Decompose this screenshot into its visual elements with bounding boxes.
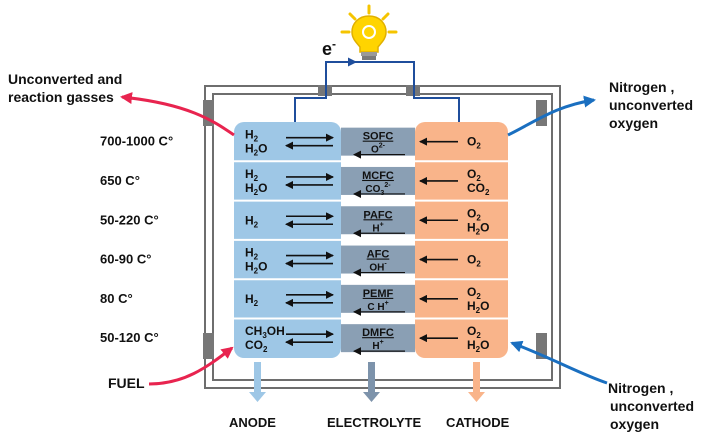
ion-label: O2-: [371, 143, 386, 156]
anode-species: CH3OH: [245, 324, 285, 340]
anode-species: H2O: [245, 260, 267, 276]
electron-label: e-: [322, 37, 336, 59]
cathode-species: H2O: [467, 299, 489, 315]
fuel-label: FUEL: [108, 375, 145, 391]
cathode-inlet-label-line-2: unconverted: [610, 398, 694, 414]
outlet-gas-arrow: [120, 92, 235, 137]
anode-species: H2O: [245, 181, 267, 197]
cathode-outlet-arrow: [507, 95, 596, 137]
ion-label: OH-: [369, 261, 387, 274]
anode-species: CO2: [245, 338, 268, 354]
cell-type-label: DMFC: [362, 327, 394, 339]
temperature-label: 50-220 C°: [100, 212, 159, 227]
cathode-species: O2: [467, 285, 481, 301]
anode-species: H2: [245, 246, 259, 262]
cathode-species: O2: [467, 324, 481, 340]
cathode-species: O2: [467, 206, 481, 222]
cathode-outlet-label-line-3: oxygen: [609, 115, 658, 131]
ion-label: C H+: [367, 300, 388, 313]
anode-species: H2: [245, 167, 259, 183]
anode-species: H2: [245, 292, 259, 308]
outlet-gas-label-line-2: reaction gasses: [8, 89, 114, 105]
electrolyte-column: [341, 122, 415, 358]
exit-arrows: [249, 362, 485, 402]
temperature-label: 60-90 C°: [100, 252, 151, 267]
cathode-inlet-arrow: [510, 340, 608, 385]
cell-type-label: PAFC: [363, 209, 392, 221]
ion-label: H+: [372, 221, 383, 234]
temperature-label: 80 C°: [100, 291, 133, 306]
cathode-species: H2O: [467, 338, 489, 354]
cell-type-label: MCFC: [362, 170, 394, 182]
cell-type-label: PEMF: [363, 288, 394, 300]
temperature-label: 650 C°: [100, 173, 140, 188]
ion-label: H+: [372, 339, 383, 352]
cathode-inlet-label-line-1: Nitrogen ,: [608, 380, 673, 396]
cathode-species: O2: [467, 253, 481, 269]
anode-species: H2O: [245, 142, 267, 158]
cell-row-mcfc: 650 C°H2H2OO2CO2MCFCCO32-: [100, 160, 508, 198]
cathode-species: O2: [467, 167, 481, 183]
cathode-outlet-label-line-2: unconverted: [609, 97, 693, 113]
cathode-species: O2: [467, 135, 481, 151]
electrolyte-label: ELECTROLYTE: [327, 415, 421, 430]
cathode-outlet-label-line-1: Nitrogen ,: [609, 79, 674, 95]
temperature-label: 700-1000 C°: [100, 134, 173, 149]
cathode-species: H2O: [467, 220, 489, 236]
anode-species: H2: [245, 128, 259, 144]
cell-type-label: AFC: [367, 249, 390, 261]
cathode-label: CATHODE: [446, 415, 510, 430]
cell-type-label: SOFC: [363, 131, 394, 143]
fuel-inlet-arrow: [148, 346, 234, 386]
cathode-species: CO2: [467, 181, 490, 197]
light-bulb-icon: [340, 4, 398, 60]
outlet-gas-label-line-1: Unconverted and: [8, 71, 122, 87]
anode-species: H2: [245, 213, 259, 229]
anode-label: ANODE: [229, 415, 276, 430]
temperature-label: 50-120 C°: [100, 330, 159, 345]
cathode-inlet-label-line-3: oxygen: [610, 416, 659, 432]
